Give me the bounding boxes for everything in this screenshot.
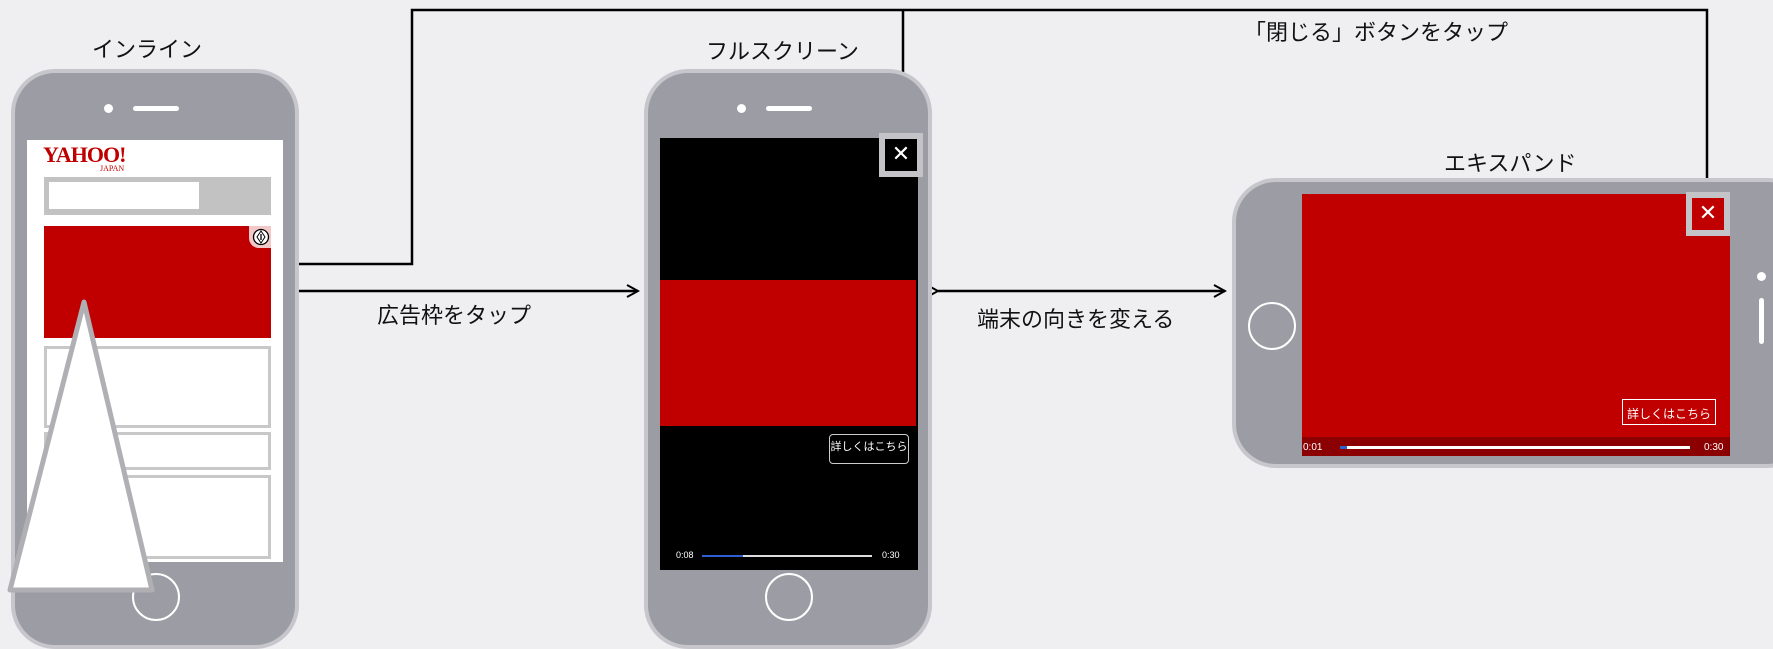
fullscreen-video[interactable] — [660, 280, 916, 426]
time-total: 0:30 — [882, 550, 900, 560]
ad-tap-label: 広告枠をタップ — [377, 304, 532, 329]
fullscreen-phone: 詳しくはこちら 0:08 0:30 ✕ — [644, 69, 932, 649]
home-button[interactable] — [765, 573, 813, 621]
yahoo-logo: YAHOO! — [43, 142, 126, 167]
progress-fill — [1340, 446, 1347, 449]
fullscreen-label: フルスクリーン — [706, 40, 859, 65]
expand-screen[interactable]: 詳しくはこちら 0:01 0:30 — [1302, 194, 1730, 456]
close-button[interactable]: ✕ — [1686, 192, 1730, 236]
progress-fill — [702, 555, 743, 557]
time-total: 0:30 — [1704, 442, 1724, 453]
progress-bar[interactable] — [1340, 446, 1690, 449]
expand-label: エキスパンド — [1444, 152, 1577, 177]
inline-label: インライン — [92, 38, 203, 63]
content-block — [44, 346, 271, 428]
more-info-button[interactable]: 詳しくはこちら — [829, 434, 909, 464]
speaker-slot — [766, 106, 812, 111]
flow-arrows — [0, 8, 1709, 624]
home-button[interactable] — [132, 573, 180, 621]
yahoo-logo-sub: JAPAN — [100, 164, 125, 173]
progress-bar[interactable] — [702, 555, 872, 557]
front-camera — [104, 104, 113, 113]
expand-phone: 詳しくはこちら 0:01 0:30 ✕ — [1232, 178, 1773, 468]
front-camera — [737, 104, 746, 113]
search-input[interactable] — [49, 182, 199, 209]
rotate-label: 端末の向きを変える — [977, 308, 1175, 333]
fullscreen-screen: 詳しくはこちら 0:08 0:30 — [660, 138, 918, 570]
time-current: 0:01 — [1303, 442, 1323, 453]
search-bar[interactable] — [44, 177, 271, 215]
speaker-slot — [133, 106, 179, 111]
info-icon — [252, 228, 270, 246]
front-camera — [1757, 272, 1766, 281]
ad-info-icon[interactable] — [249, 226, 271, 248]
close-tap-label: 「閉じる」ボタンをタップ — [1244, 21, 1509, 46]
close-return-line — [272, 8, 1709, 264]
time-current: 0:08 — [676, 550, 694, 560]
close-button[interactable]: ✕ — [879, 133, 923, 177]
more-info-button[interactable]: 詳しくはこちら — [1622, 399, 1716, 425]
speaker-slot — [1759, 298, 1764, 344]
finger-pointer-icon — [7, 299, 155, 593]
home-button[interactable] — [1248, 302, 1296, 350]
